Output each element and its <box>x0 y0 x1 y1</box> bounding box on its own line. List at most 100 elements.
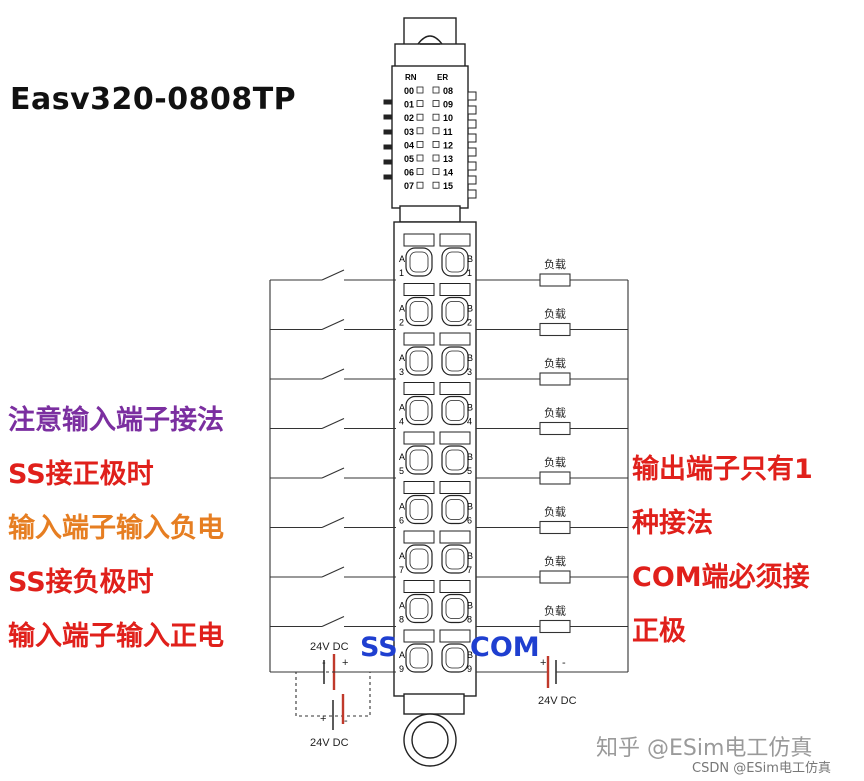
right-note-3: COM端必须接 <box>632 562 810 593</box>
terminal-hole <box>409 350 429 372</box>
led-indicator <box>416 113 424 121</box>
terminal-hole <box>445 499 465 520</box>
input-switch <box>321 269 345 281</box>
led-label-left: 04 <box>404 140 414 150</box>
watermark-csdn: CSDN @ESim电工仿真 <box>692 761 831 776</box>
watermark-zhihu: 知乎 @ESim电工仿真 <box>596 736 813 761</box>
input-switch <box>321 417 345 430</box>
terminal-hole <box>445 251 465 273</box>
right-note-2: 种接法 <box>632 508 713 539</box>
led-header-err: ER <box>437 73 448 82</box>
terminal-release-tab <box>403 283 435 296</box>
right-note-4: 正极 <box>632 616 686 647</box>
module-top-cap <box>394 43 466 69</box>
terminal-release-tab <box>403 233 435 247</box>
terminal-hole <box>445 400 465 421</box>
terminal-release-tab <box>403 530 435 544</box>
terminal-number-b: 2 <box>467 318 472 328</box>
terminal-hole <box>445 647 465 669</box>
terminal-hole <box>409 301 429 322</box>
left-fin <box>383 174 393 180</box>
terminal-release-tab <box>439 233 471 247</box>
led-label-left: 05 <box>404 154 414 164</box>
terminal-col-b: B <box>467 601 473 611</box>
load-resistor <box>539 372 571 386</box>
load-resistor <box>539 273 571 287</box>
load-label: 负载 <box>544 307 566 321</box>
right-note-1: 输出端子只有1 <box>632 454 813 485</box>
terminal-number-b: 4 <box>467 417 472 427</box>
right-fin <box>467 147 477 157</box>
right-fin <box>467 161 477 171</box>
terminal-number-a: 3 <box>399 367 404 377</box>
terminal-number-a: 8 <box>399 615 404 625</box>
led-indicator <box>416 181 424 189</box>
terminal-number-b: 1 <box>467 268 472 278</box>
led-indicator <box>432 140 440 148</box>
right-fin <box>467 91 477 101</box>
terminal-release-tab <box>439 481 471 494</box>
load-resistor <box>539 421 571 436</box>
terminal-col-a: A <box>399 452 405 462</box>
terminal-number-b: 9 <box>467 664 472 674</box>
led-label-left: 06 <box>404 168 414 178</box>
input-switch <box>321 615 345 628</box>
terminal-hole <box>409 400 429 421</box>
terminal-number-a: 4 <box>399 417 404 427</box>
led-label-right: 10 <box>443 113 453 123</box>
terminal-release-tab <box>439 629 471 643</box>
left-fin <box>383 129 393 135</box>
led-header-run: RN <box>405 73 417 82</box>
terminal-number-b: 6 <box>467 516 472 526</box>
terminal-release-tab <box>439 283 471 296</box>
left-note-1: 注意输入端子接法 <box>8 405 224 436</box>
module-model-title: Easv320-0808TP <box>10 82 297 117</box>
led-indicator <box>432 168 440 176</box>
led-label-left: 07 <box>404 181 414 191</box>
com-label: COM <box>470 632 540 663</box>
led-indicator <box>432 113 440 121</box>
input-switch <box>321 368 345 380</box>
left-fin <box>383 114 393 120</box>
input-switch <box>321 318 345 331</box>
terminal-release-tab <box>439 580 471 593</box>
led-label-left: 03 <box>404 127 414 137</box>
terminal-release-tab <box>439 431 471 445</box>
led-indicator <box>416 168 424 176</box>
module-bottom-base <box>403 693 465 715</box>
terminal-col-a: A <box>399 254 405 264</box>
load-resistor <box>539 471 571 485</box>
terminal-col-b: B <box>467 304 473 314</box>
terminal-col-b: B <box>467 502 473 512</box>
led-indicator <box>416 127 424 135</box>
left-note-5: 输入端子输入正电 <box>8 621 224 652</box>
led-label-left: 01 <box>404 100 414 110</box>
supply-right <box>476 656 628 688</box>
terminal-hole <box>409 598 429 619</box>
supply-left-plus: + <box>342 657 348 669</box>
led-indicator <box>432 100 440 107</box>
load-resistor <box>539 570 571 584</box>
led-label-right: 15 <box>443 181 453 191</box>
led-label-right: 13 <box>443 154 453 164</box>
led-indicator <box>432 86 440 94</box>
terminal-hole <box>445 598 465 619</box>
supply-left-minus: - <box>322 657 326 669</box>
release-ring-inner <box>411 721 449 759</box>
led-indicator <box>416 140 424 148</box>
led-label-right: 14 <box>443 168 453 178</box>
load-resistor <box>539 520 571 535</box>
supply-left-label: 24V DC <box>310 641 349 653</box>
terminal-release-tab <box>403 580 435 593</box>
right-fin <box>467 105 477 115</box>
terminal-col-b: B <box>467 353 473 363</box>
terminal-col-a: A <box>399 502 405 512</box>
load-resistor <box>539 619 571 634</box>
led-indicator <box>432 181 440 189</box>
